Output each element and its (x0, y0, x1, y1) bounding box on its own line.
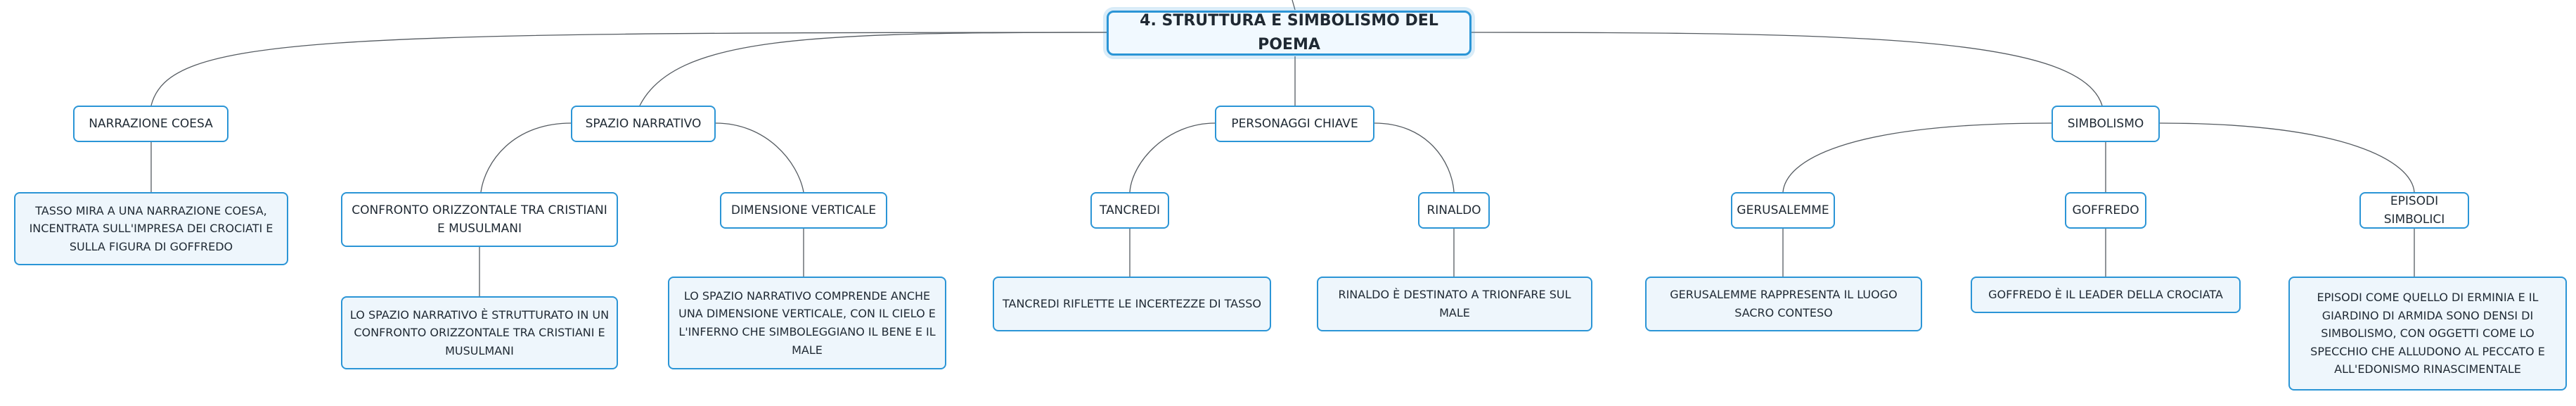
node-personaggi-chiave[interactable]: PERSONAGGI CHIAVE (1215, 106, 1374, 142)
node-rinaldo[interactable]: RINALDO (1418, 192, 1490, 229)
node-gerusalemme[interactable]: GERUSALEMME (1731, 192, 1835, 229)
node-simbolismo[interactable]: SIMBOLISMO (2052, 106, 2160, 142)
connector-line (150, 32, 1107, 106)
note-dimensione-verticale[interactable]: LO SPAZIO NARRATIVO COMPRENDE ANCHE UNA … (668, 277, 946, 369)
note-goffredo[interactable]: GOFFREDO È IL LEADER DELLA CROCIATA (1971, 277, 2241, 313)
connector-line (1782, 122, 2052, 193)
connector-line (1129, 122, 1216, 193)
node-episodi-simbolici[interactable]: EPISODI SIMBOLICI (2359, 192, 2469, 229)
note-narrazione-coesa[interactable]: TASSO MIRA A UNA NARRAZIONE COESA, INCEN… (14, 192, 288, 265)
connector-line (715, 122, 804, 193)
node-narrazione-coesa[interactable]: NARRAZIONE COESA (73, 106, 228, 142)
node-dimensione-verticale[interactable]: DIMENSIONE VERTICALE (720, 192, 887, 229)
connector-line (2159, 122, 2415, 193)
connector-line (480, 122, 572, 193)
note-tancredi[interactable]: TANCREDI RIFLETTE LE INCERTEZZE DI TASSO (993, 277, 1271, 331)
root-node[interactable]: 4. STRUTTURA E SIMBOLISMO DEL POEMA (1107, 11, 1471, 56)
node-goffredo[interactable]: GOFFREDO (2065, 192, 2146, 229)
node-spazio-narrativo[interactable]: SPAZIO NARRATIVO (571, 106, 716, 142)
connector-line (639, 32, 1107, 106)
connector-line (1292, 0, 1296, 11)
note-gerusalemme[interactable]: GERUSALEMME RAPPRESENTA IL LUOGO SACRO C… (1645, 277, 1922, 331)
connector-line (1471, 32, 2103, 106)
node-confronto-orizzontale[interactable]: CONFRONTO ORIZZONTALE TRA CRISTIANI E MU… (341, 192, 618, 247)
note-confronto-orizzontale[interactable]: LO SPAZIO NARRATIVO È STRUTTURATO IN UN … (341, 296, 618, 369)
note-episodi-simbolici[interactable]: EPISODI COME QUELLO DI ERMINIA E IL GIAR… (2288, 277, 2567, 391)
connector-line (1374, 122, 1455, 193)
node-tancredi[interactable]: TANCREDI (1090, 192, 1169, 229)
note-rinaldo[interactable]: RINALDO È DESTINATO A TRIONFARE SUL MALE (1317, 277, 1592, 331)
